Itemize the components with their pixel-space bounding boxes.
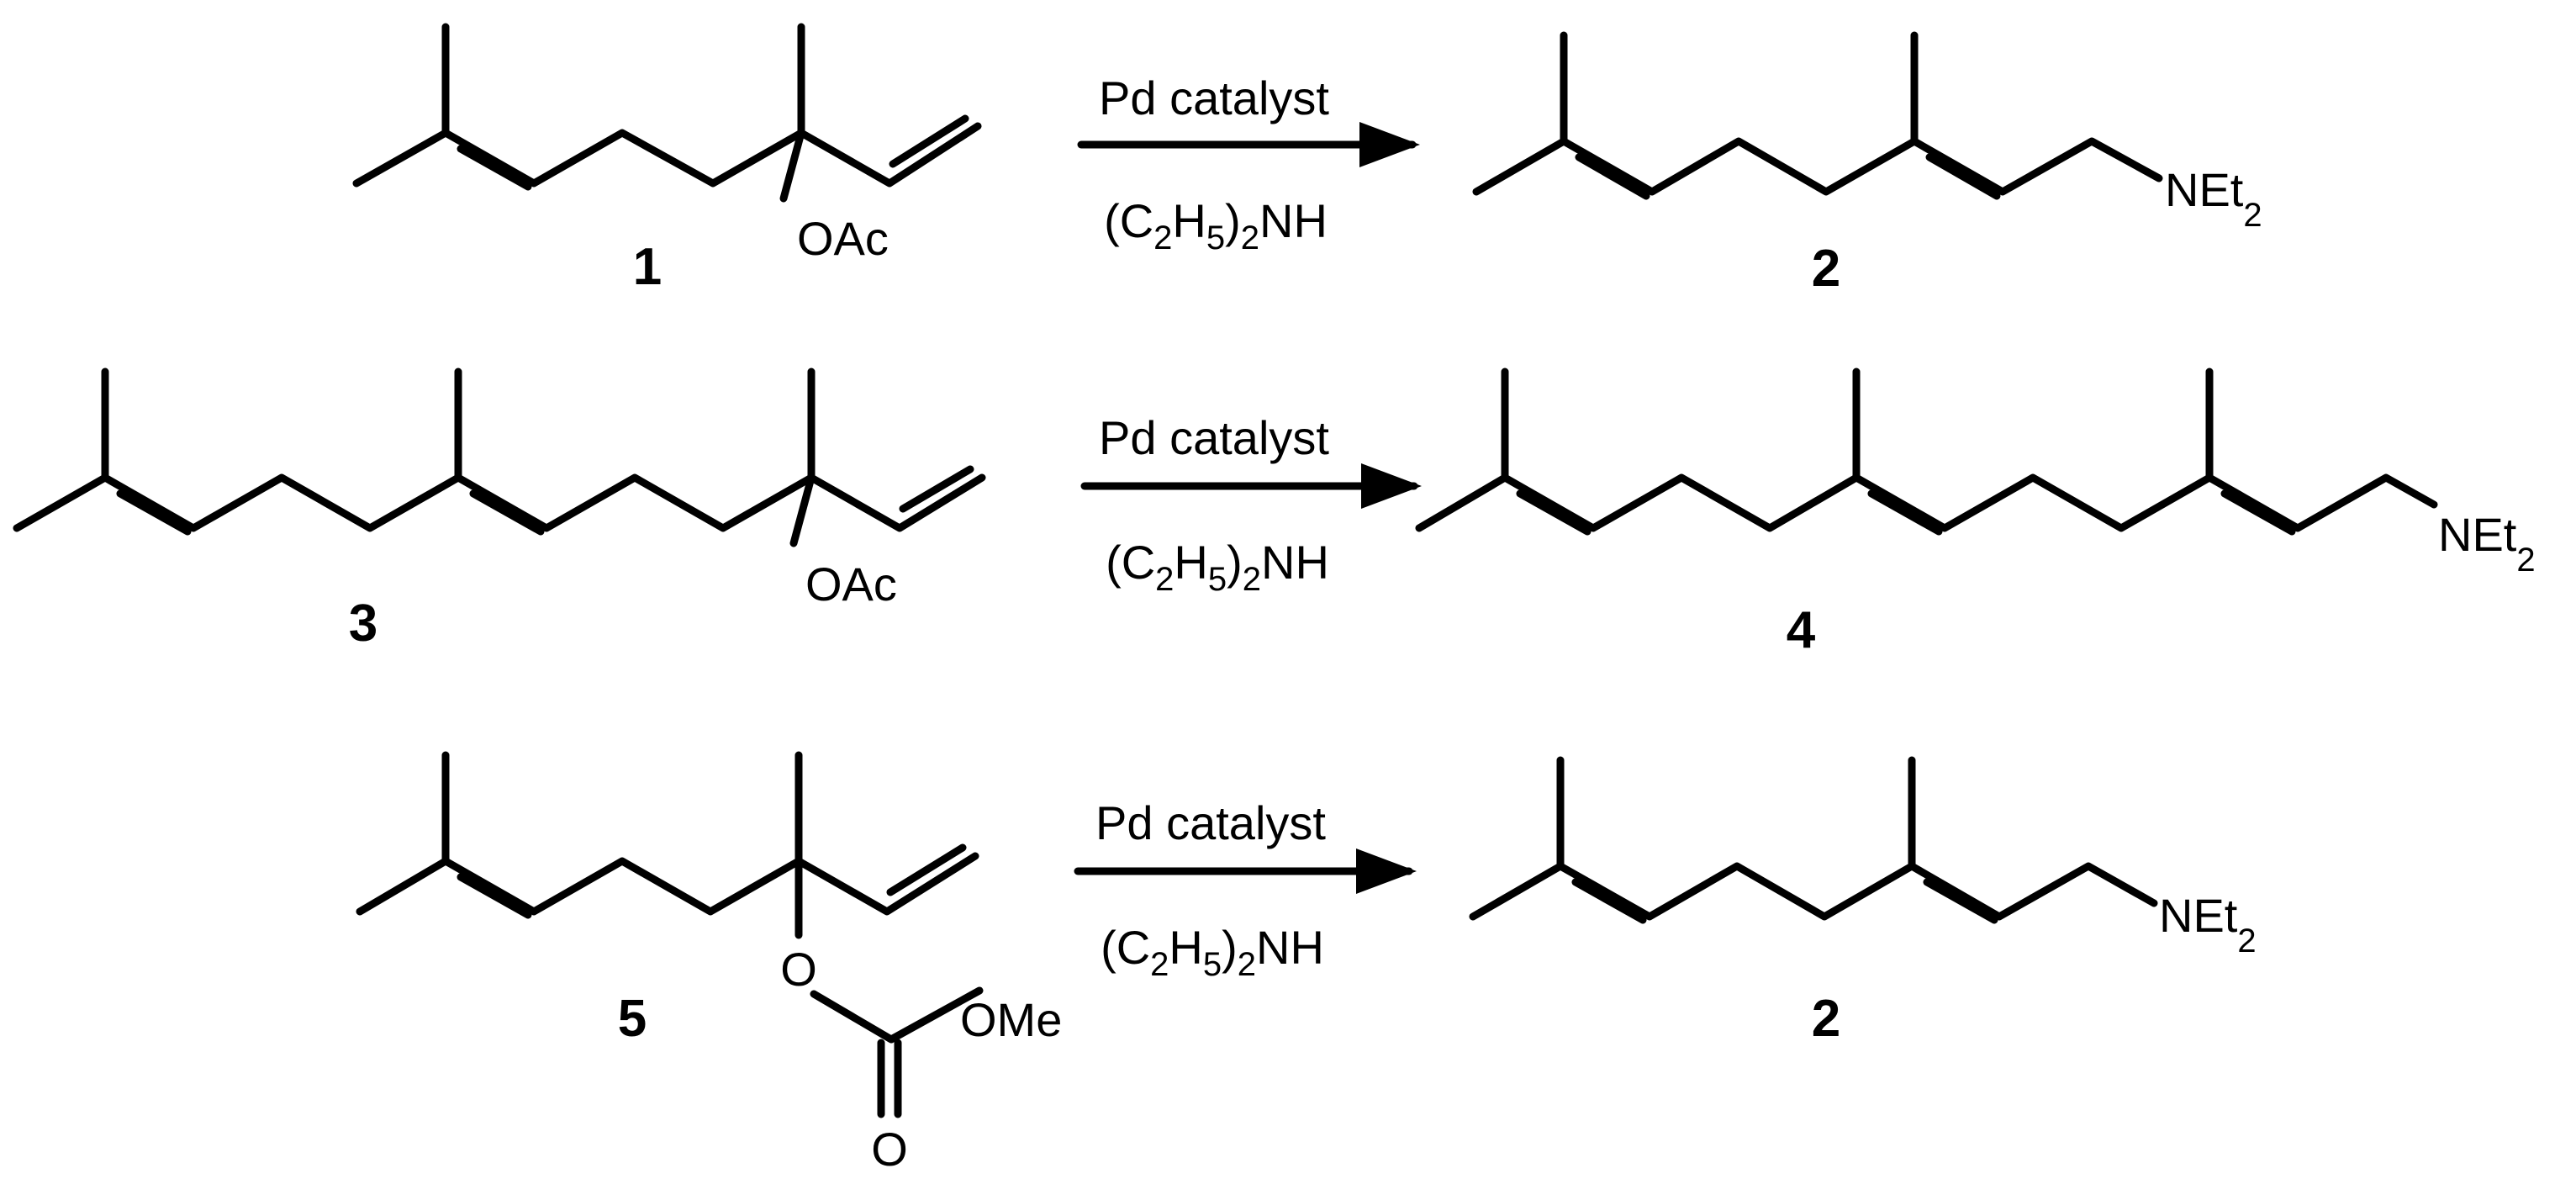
- product-4-double-bond-inner-b: [1867, 489, 1943, 536]
- reactant-1-skeleton: [352, 122, 982, 188]
- reactant-3-double-bond-inner-a: [116, 489, 192, 536]
- reactant-5-ome-label: OMe: [960, 993, 1062, 1046]
- reaction-1-arrow-group: Pd catalyst (C2H5)2NH: [1077, 71, 1420, 256]
- product-2-double-bond-inner-a: [1575, 153, 1650, 200]
- reactant-5-structure: O O OMe 5: [356, 751, 1062, 1176]
- product-2-skeleton: [1472, 137, 2163, 196]
- product-4-skeleton: [1415, 473, 2438, 532]
- reactant-1-vinyl-inner: [889, 114, 969, 168]
- reactant-3-oac-bond: [789, 473, 816, 547]
- reaction-2-catalyst-label: Pd catalyst: [1099, 411, 1329, 464]
- reactant-1-double-bond-inner: [457, 145, 532, 191]
- product-2-structure: NEt2 2: [1472, 31, 2262, 298]
- product-4-amine-label: NEt2: [2438, 508, 2536, 579]
- reactant-1-structure: OAc 1: [352, 23, 982, 296]
- reactant-1-oac-label: OAc: [797, 212, 889, 265]
- product-2b-double-bond-inner-a: [1571, 878, 1647, 924]
- reaction-3-arrow-group: Pd catalyst (C2H5)2NH: [1074, 796, 1417, 983]
- reactant-3-skeleton: [13, 473, 986, 532]
- compound-number-3: 3: [349, 595, 377, 653]
- reaction-1-amine-label: (C2H5)2NH: [1104, 194, 1328, 256]
- reaction-3-catalyst-label: Pd catalyst: [1095, 796, 1326, 849]
- product-4-structure: NEt2 4: [1415, 367, 2536, 659]
- product-2-double-bond-inner-b: [1925, 153, 2001, 200]
- reaction-1-catalyst-label: Pd catalyst: [1099, 71, 1329, 124]
- reactant-3-structure: OAc 3: [13, 367, 986, 653]
- reactant-5-carbonate-bonds: [810, 986, 984, 1044]
- reactant-5-ester-oxygen: O: [780, 943, 817, 996]
- product-2b-double-bond-inner-b: [1923, 878, 1998, 924]
- product-2b-structure: NEt2 2: [1469, 756, 2257, 1048]
- reactant-3-oac-label: OAc: [805, 558, 897, 611]
- compound-number-2-b: 2: [1812, 990, 1840, 1048]
- product-4-double-bond-inner-c: [2220, 489, 2296, 536]
- product-2b-amine-label: NEt2: [2159, 889, 2257, 959]
- reactant-1-oac-bond: [779, 129, 805, 203]
- reactant-5-carbonyl-oxygen: O: [871, 1123, 908, 1176]
- reactant-5-skeleton: [356, 852, 979, 916]
- reactant-5-double-bond-inner: [457, 873, 532, 919]
- reaction-1: OAc 1 Pd catalyst (C2H5)2NH NEt2 2: [352, 23, 2262, 298]
- product-4-double-bond-inner-a: [1516, 489, 1592, 536]
- product-2b-skeleton: [1469, 862, 2158, 921]
- compound-number-2-a: 2: [1812, 240, 1840, 298]
- compound-number-1: 1: [633, 238, 662, 296]
- compound-number-5: 5: [618, 990, 647, 1048]
- reaction-2: OAc 3 Pd catalyst (C2H5)2NH NEt2 4: [13, 367, 2536, 659]
- reaction-3-amine-label: (C2H5)2NH: [1101, 921, 1324, 983]
- reactant-3-vinyl-inner: [899, 465, 974, 513]
- reaction-2-amine-label: (C2H5)2NH: [1106, 536, 1329, 598]
- reaction-3: O O OMe 5 Pd catalyst (C2H5)2NH NEt2 2: [356, 751, 2257, 1176]
- product-2-amine-label: NEt2: [2165, 163, 2262, 234]
- compound-number-4: 4: [1787, 601, 1816, 659]
- reaction-2-arrow-group: Pd catalyst (C2H5)2NH: [1080, 411, 1422, 598]
- reactant-5-vinyl-inner: [886, 843, 967, 896]
- reactant-3-double-bond-inner-b: [469, 489, 545, 536]
